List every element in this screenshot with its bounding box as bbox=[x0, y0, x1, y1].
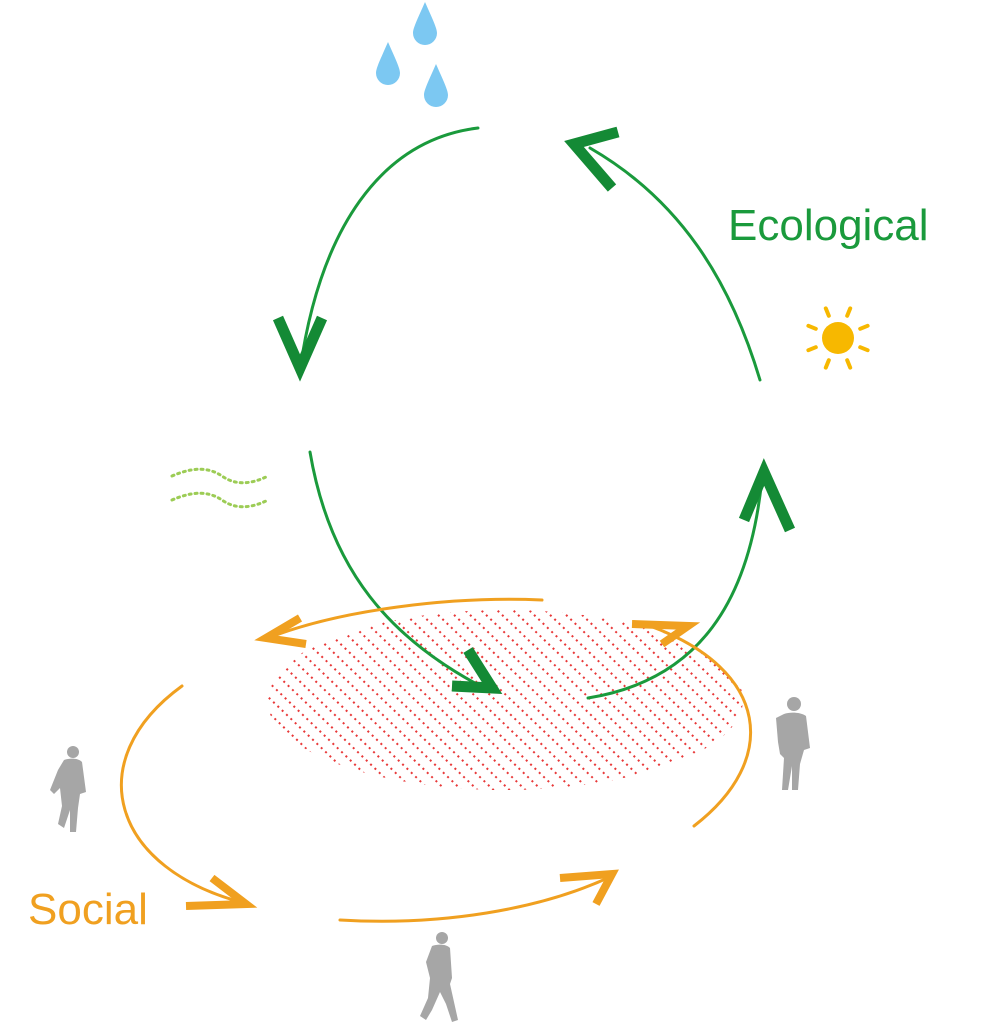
hatch-line bbox=[587, 610, 743, 790]
sun-icon bbox=[806, 306, 870, 370]
hatch-line bbox=[267, 610, 393, 790]
hatch-line bbox=[315, 610, 537, 790]
soc-arrowhead-top bbox=[254, 614, 307, 648]
sun-ray bbox=[845, 306, 853, 318]
sun-ray bbox=[806, 323, 818, 331]
sun-rays bbox=[806, 306, 870, 370]
hatch-line bbox=[507, 610, 729, 790]
water-drop-left bbox=[376, 42, 400, 85]
hatch-line bbox=[443, 610, 665, 790]
water-drop-right bbox=[424, 64, 448, 107]
sun-ray bbox=[858, 345, 870, 353]
hatch-line bbox=[267, 610, 409, 790]
hatch-line bbox=[267, 610, 377, 790]
soc-arc-left bbox=[119, 684, 250, 906]
water-drop-icon bbox=[376, 2, 448, 107]
eco-arrowhead-left bbox=[272, 315, 328, 382]
sun-ray bbox=[823, 306, 831, 318]
person-right bbox=[776, 697, 810, 790]
soc-arrowhead-left bbox=[185, 874, 258, 910]
eco-arc-bottom-right bbox=[586, 476, 764, 700]
hatch-line bbox=[379, 610, 601, 790]
water-drop-top bbox=[413, 2, 437, 45]
soc-arrowhead-bottom bbox=[559, 869, 619, 906]
hatch-line bbox=[715, 610, 743, 790]
hatch-line bbox=[731, 610, 743, 790]
hatch-line bbox=[395, 610, 617, 790]
ecological-arrowheads bbox=[272, 126, 796, 695]
eco-arc-top-right bbox=[588, 146, 762, 382]
ecological-label: Ecological bbox=[728, 201, 929, 250]
hatch-line bbox=[651, 610, 743, 790]
ecological-cycle bbox=[298, 126, 764, 700]
hatch-line bbox=[475, 610, 697, 790]
hatch-line bbox=[411, 610, 633, 790]
eco-arc-top-left bbox=[298, 126, 480, 372]
hatch-line bbox=[363, 610, 585, 790]
eco-arrowhead-bottom bbox=[451, 647, 503, 695]
soc-arc-right bbox=[648, 624, 753, 828]
person-bottom bbox=[420, 932, 458, 1022]
hatch-line bbox=[667, 610, 743, 790]
wind-line-bottom bbox=[170, 491, 270, 509]
person-left bbox=[50, 746, 86, 832]
hatch-line bbox=[267, 610, 457, 790]
hatch-line bbox=[267, 610, 361, 790]
hatch-line bbox=[699, 610, 743, 790]
hatch-line bbox=[427, 610, 649, 790]
sun-ray bbox=[845, 358, 853, 370]
hatch-line bbox=[267, 610, 473, 790]
soc-arrowhead-right bbox=[631, 620, 701, 648]
shared-space-hatch bbox=[267, 590, 988, 800]
hatch-line bbox=[796, 590, 988, 800]
hatch-line bbox=[267, 610, 489, 790]
hatch-line bbox=[283, 610, 505, 790]
eco-arrowhead-right bbox=[738, 458, 796, 533]
hatch-line bbox=[347, 610, 569, 790]
social-cycle bbox=[119, 597, 753, 923]
wind-icon bbox=[170, 467, 270, 509]
sun-ray bbox=[806, 345, 818, 353]
eco-arrowhead-top bbox=[564, 126, 620, 192]
hatch-line bbox=[267, 610, 441, 790]
sun-ray bbox=[823, 358, 831, 370]
person-walking-icon bbox=[50, 697, 810, 1022]
social-arrowheads bbox=[185, 614, 701, 910]
hatch-line bbox=[459, 610, 681, 790]
hatch-line bbox=[780, 590, 988, 800]
hatch-line bbox=[299, 610, 521, 790]
sun-ray bbox=[858, 323, 870, 331]
hatch-line bbox=[267, 610, 425, 790]
hatch-line bbox=[812, 590, 988, 800]
hatch-line bbox=[748, 590, 968, 800]
soc-arc-bottom bbox=[338, 874, 614, 923]
sun-disc bbox=[822, 322, 854, 354]
social-label: Social bbox=[28, 885, 148, 934]
soc-arc-top bbox=[266, 597, 544, 640]
hatch-line bbox=[331, 610, 553, 790]
eco-arc-bottom-left bbox=[308, 450, 490, 692]
wind-line-top bbox=[170, 467, 270, 485]
